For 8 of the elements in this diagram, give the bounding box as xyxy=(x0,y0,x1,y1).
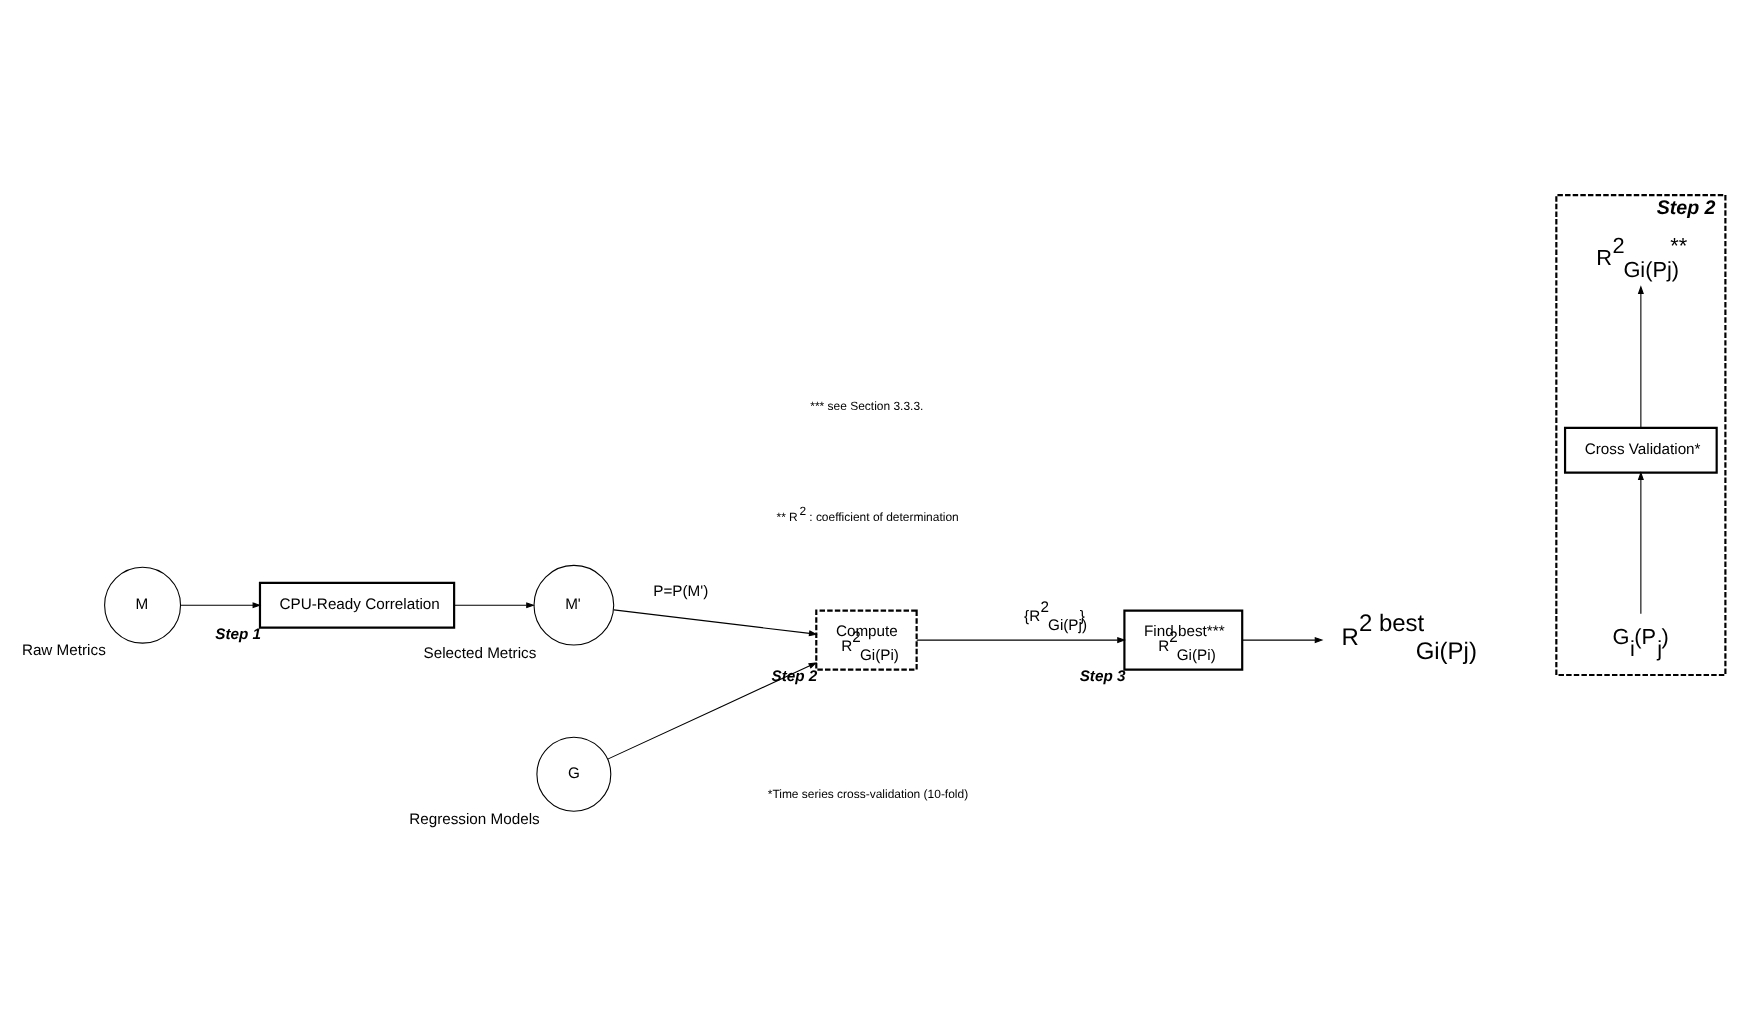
arrow xyxy=(1637,471,1644,615)
arrow xyxy=(1241,637,1324,644)
arrow xyxy=(453,602,535,609)
arrow xyxy=(180,602,262,609)
arrow xyxy=(613,609,818,637)
arrow xyxy=(607,662,818,760)
arrow xyxy=(1637,285,1644,429)
arrow xyxy=(916,637,1126,644)
